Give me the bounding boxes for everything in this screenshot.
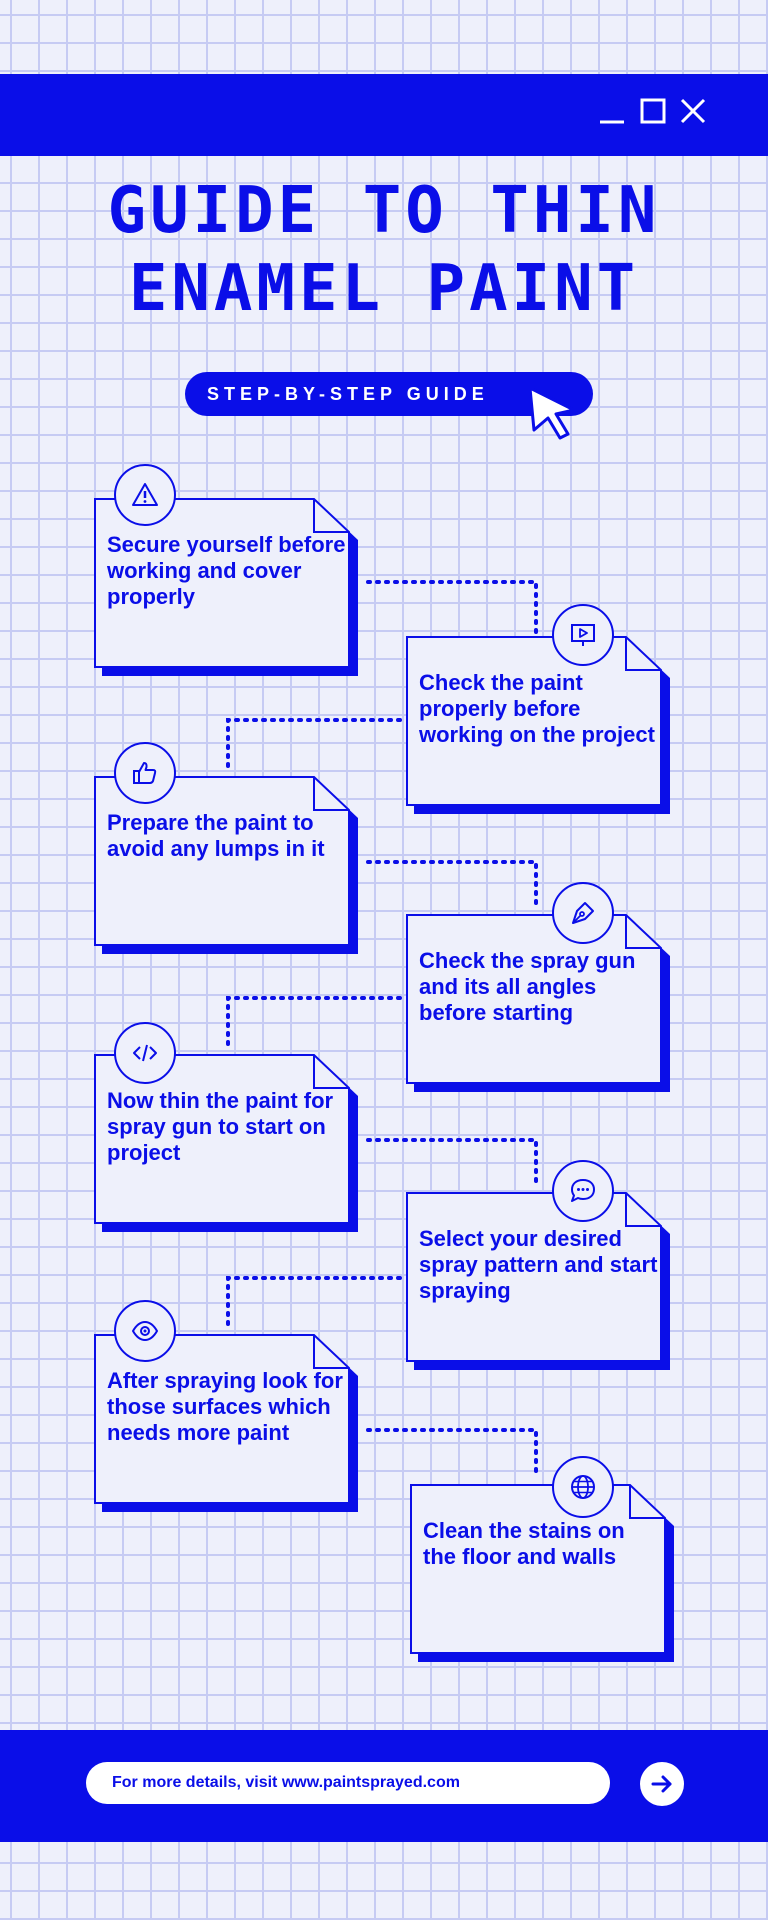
step-card-4: Check the spray gun and its all angles b… xyxy=(406,914,670,1092)
step-by-step-badge: STEP-BY-STEP GUIDE xyxy=(185,372,593,416)
cursor-pointer-icon xyxy=(526,384,580,440)
step-card-7: After spraying look for those surfaces w… xyxy=(94,1334,358,1512)
next-button[interactable] xyxy=(640,1762,684,1806)
step-text: Clean the stains on the floor and walls xyxy=(423,1518,625,1569)
step-card-8: Clean the stains on the floor and walls xyxy=(410,1484,674,1662)
step-text: After spraying look for those surfaces w… xyxy=(107,1368,343,1445)
thumbs-up-icon xyxy=(114,742,176,804)
arrow-right-icon xyxy=(651,1775,672,1793)
step-text: Check the spray gun and its all angles b… xyxy=(419,948,636,1025)
step-card-2: Check the paint properly before working … xyxy=(406,636,670,814)
pen-nib-icon xyxy=(552,882,614,944)
step-text: Check the paint properly before working … xyxy=(419,670,655,747)
step-text: Secure yourself before working and cover… xyxy=(107,532,346,609)
presentation-icon xyxy=(552,604,614,666)
step-card-6: Select your desired spray pattern and st… xyxy=(406,1192,670,1370)
maximize-icon[interactable] xyxy=(638,96,668,126)
globe-icon xyxy=(552,1456,614,1518)
step-card-1: Secure yourself before working and cover… xyxy=(94,498,358,676)
minimize-icon[interactable] xyxy=(598,96,628,126)
close-icon[interactable] xyxy=(678,96,708,126)
step-card-3: Prepare the paint to avoid any lumps in … xyxy=(94,776,358,954)
step-text: Select your desired spray pattern and st… xyxy=(419,1226,658,1303)
eye-icon xyxy=(114,1300,176,1362)
website-link[interactable]: For more details, visit www.paintsprayed… xyxy=(86,1762,610,1804)
warning-icon xyxy=(114,464,176,526)
chat-bubble-icon xyxy=(552,1160,614,1222)
footer-bar: For more details, visit www.paintsprayed… xyxy=(0,1730,768,1842)
title-line-1: GUIDE TO THIN xyxy=(107,174,661,248)
title-line-2: ENAMEL PAINT xyxy=(128,252,640,326)
code-icon xyxy=(114,1022,176,1084)
step-card-5: Now thin the paint for spray gun to star… xyxy=(94,1054,358,1232)
page-title: GUIDE TO THIN ENAMEL PAINT xyxy=(0,172,768,328)
top-bar xyxy=(0,74,768,156)
step-text: Prepare the paint to avoid any lumps in … xyxy=(107,810,325,861)
step-text: Now thin the paint for spray gun to star… xyxy=(107,1088,334,1165)
